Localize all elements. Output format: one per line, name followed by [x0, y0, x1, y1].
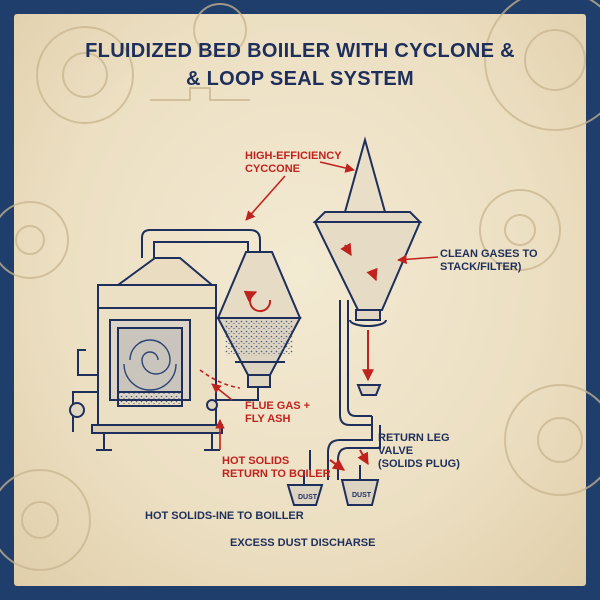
boiler [69, 257, 223, 451]
label-dust-right: DUST [352, 492, 372, 499]
label-dust-left: DUST [298, 494, 318, 501]
label-excess-dust: EXCESS DUST DISCHARSE [230, 537, 376, 549]
diagram-title-line-1: FLUIDIZED BED BOIILER WITH CYCLONE & [85, 40, 515, 62]
loop-seal [286, 416, 381, 506]
combustion-swirl [123, 339, 177, 391]
primary-cyclone [206, 251, 302, 411]
secondary-cyclone [312, 136, 423, 426]
label-hot-solids-line: HOT SOLIDS-INE TO BOILLER [145, 510, 304, 522]
dust-hopper-right [340, 479, 380, 506]
label-cyclone: HIGH-EFFICIENCY CYCCONE [245, 150, 342, 175]
background-gears [0, 0, 600, 571]
diagram-title-line-2: & LOOP SEAL SYSTEM [185, 68, 415, 90]
label-hot-solids-return: HOT SOLIDS RETURN TO BOILER [222, 455, 331, 480]
label-clean-gases: CLEAN GASES TO STACK/FILTER) [440, 248, 538, 273]
dust-hopper-left [286, 484, 324, 506]
flue-duct [141, 229, 261, 258]
label-return-leg-valve: RETURN LEG VALVE (SOLIDS PLUG) [378, 432, 460, 470]
leader-arrows [199, 161, 439, 450]
label-flue-gas: FLUE GAS + FLY ASH [245, 400, 311, 425]
